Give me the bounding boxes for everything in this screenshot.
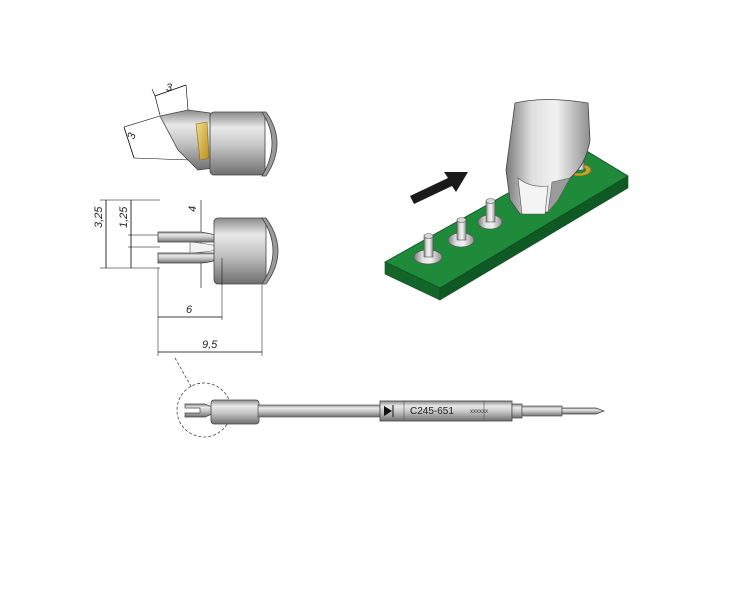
tip-body-front <box>213 217 267 285</box>
pcb-pin-3 <box>477 198 503 230</box>
pcb-pin-1 <box>413 233 443 265</box>
direction-arrow-icon <box>410 172 468 204</box>
cartridge-rear-shaft <box>521 405 563 417</box>
pcb-pin-2 <box>447 217 475 248</box>
dim-label-side-height: 3 <box>125 131 139 141</box>
cartridge-pin <box>561 407 605 415</box>
tip-front-view: 3,25 1,25 4 6 9,5 <box>93 199 279 356</box>
cartridge-head <box>210 399 260 425</box>
tip-side-view: 3 3 <box>123 82 278 177</box>
tip-collar-side <box>261 111 278 177</box>
dim-label-tip-width: 4 <box>187 206 199 212</box>
cartridge-fork <box>184 403 213 418</box>
tip-gold-insert <box>195 121 210 161</box>
cartridge-view: C245-651 xxxxxx <box>174 357 605 438</box>
dim-label-slot-width: 1,25 <box>118 206 130 228</box>
dim-label-total-length: 9,5 <box>202 339 218 351</box>
dim-label-side-width: 3 <box>166 82 173 94</box>
cartridge-part-number: C245-651 <box>410 406 454 417</box>
pcb-illustration <box>384 99 629 301</box>
fork-lower-prong <box>157 252 223 264</box>
cartridge-ring <box>511 403 523 419</box>
dim-line-side-width <box>154 84 187 97</box>
fork-upper-prong <box>157 231 223 243</box>
tip-collar-front <box>261 217 279 285</box>
dim-line-side-height <box>123 126 135 159</box>
tip-body-side <box>209 111 266 176</box>
cartridge-serial: xxxxxx <box>470 409 488 415</box>
cartridge-shaft <box>257 404 381 418</box>
dim-label-overall-height: 3,25 <box>93 206 105 228</box>
dim-label-body-length: 6 <box>186 304 193 316</box>
direction-marker-icon <box>384 406 392 416</box>
